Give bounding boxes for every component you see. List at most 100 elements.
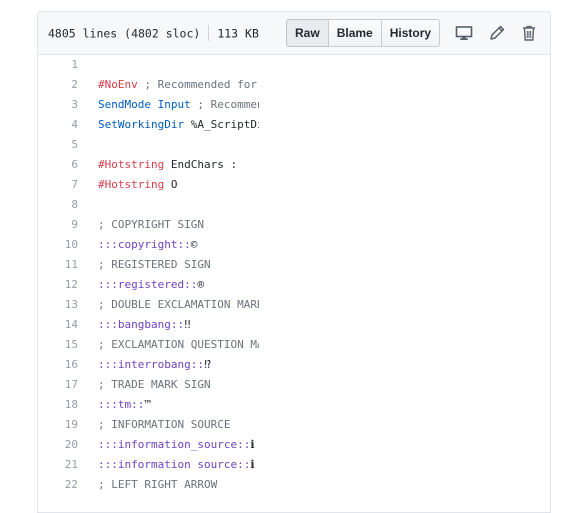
keyword-token: SendMode Input [98, 98, 191, 111]
symbol-token: ‼ [184, 318, 191, 331]
line-number[interactable]: 12 [64, 278, 78, 291]
line-content: :::tm::™ [98, 395, 259, 415]
line-content: :::copyright::© [98, 235, 259, 255]
comment-token: ; COPYRIGHT SIGN [98, 218, 204, 231]
code-line: 1 [38, 55, 550, 75]
line-content: :::registered::® [98, 275, 259, 295]
line-number[interactable]: 9 [71, 218, 78, 231]
hotstring-token: :::information source:: [98, 458, 251, 471]
code-line: 9 ; COPYRIGHT SIGN [38, 215, 550, 235]
comment-token: ; LEFT RIGHT ARROW [98, 478, 218, 491]
code-line: 13 ; DOUBLE EXCLAMATION MARK [38, 295, 550, 315]
code-line: 22 ; LEFT RIGHT ARROW [38, 475, 550, 495]
line-count: 4805 lines (4802 sloc) [48, 26, 201, 41]
hotstring-token: :::information_source:: [98, 438, 251, 451]
line-content: SetWorkingDir %A_ScriptDir% [98, 115, 259, 135]
line-number[interactable]: 15 [64, 338, 78, 351]
line-content: ; INFORMATION SOURCE [98, 415, 259, 435]
line-number[interactable]: 20 [64, 438, 78, 451]
line-content: :::information_source::ℹ [98, 435, 259, 455]
comment-token: ; Recommended [197, 98, 259, 111]
line-number[interactable]: 5 [71, 138, 78, 151]
line-content: :::information source::ℹ [98, 455, 259, 475]
line-content: ; TRADE MARK SIGN [98, 375, 259, 395]
line-number[interactable]: 10 [64, 238, 78, 251]
line-number[interactable]: 11 [64, 258, 78, 271]
line-number[interactable]: 2 [71, 78, 78, 91]
plain-token: O [164, 178, 178, 191]
hotstring-token: :::interrobang:: [98, 358, 204, 371]
code-line: 18:::tm::™ [38, 395, 550, 415]
code-line: 10:::copyright::© [38, 235, 550, 255]
line-number[interactable]: 8 [71, 198, 78, 211]
line-number[interactable]: 6 [71, 158, 78, 171]
code-line: 3 SendMode Input ; Recommended [38, 95, 550, 115]
line-number[interactable]: 19 [64, 418, 78, 431]
line-content: #Hotstring O [98, 175, 259, 195]
symbol-token: ™ [144, 398, 151, 411]
line-content: ; EXCLAMATION QUESTION MARK [98, 335, 259, 355]
file-info: 4805 lines (4802 sloc)113 KB [48, 25, 259, 42]
comment-token: ; TRADE MARK SIGN [98, 378, 211, 391]
line-content: ; REGISTERED SIGN [98, 255, 259, 275]
line-number[interactable]: 14 [64, 318, 78, 331]
line-number[interactable]: 22 [64, 478, 78, 491]
directive-token: #Hotstring [98, 158, 165, 171]
code-line: 20:::information_source::ℹ [38, 435, 550, 455]
line-content: :::bangbang::‼ [98, 315, 259, 335]
divider [208, 25, 210, 41]
line-content: ; COPYRIGHT SIGN [98, 215, 259, 235]
symbol-token: © [190, 238, 198, 251]
pencil-icon[interactable] [488, 24, 506, 42]
line-number[interactable]: 4 [71, 118, 78, 131]
line-number[interactable]: 13 [64, 298, 78, 311]
plain-token: EndChars : [164, 158, 238, 171]
line-number[interactable]: 1 [71, 58, 78, 71]
plain-token: %A_ScriptDir% [190, 118, 259, 131]
line-number[interactable]: 18 [64, 398, 78, 411]
hotstring-token: :::tm:: [98, 398, 145, 411]
code-listing: 1 2 #NoEnv ; Recommended for 3 SendMode In… [38, 55, 550, 495]
blame-button[interactable]: Blame [327, 19, 382, 47]
line-number[interactable]: 16 [64, 358, 78, 371]
line-number[interactable]: 7 [71, 178, 78, 191]
code-line: 15 ; EXCLAMATION QUESTION MARK [38, 335, 550, 355]
file-header: 4805 lines (4802 sloc)113 KB Raw Blame H… [38, 12, 550, 55]
view-button-group: Raw Blame History [286, 19, 441, 47]
comment-token: ; Recommended for [137, 78, 257, 91]
symbol-token: ℹ [250, 458, 255, 471]
line-content: #Hotstring EndChars : [98, 155, 259, 175]
code-line: 7 #Hotstring O [38, 175, 550, 195]
directive-token: #Hotstring [98, 178, 165, 191]
comment-token: ; DOUBLE EXCLAMATION MARK [98, 298, 259, 311]
symbol-token: ⁉ [203, 358, 211, 371]
line-content: ; DOUBLE EXCLAMATION MARK [98, 295, 259, 315]
line-content: :::interrobang::⁉ [98, 355, 259, 375]
symbol-token: ℹ [250, 438, 255, 451]
code-line: 12:::registered::® [38, 275, 550, 295]
code-line: 17 ; TRADE MARK SIGN [38, 375, 550, 395]
comment-token: ; REGISTERED SIGN [98, 258, 211, 271]
code-line: 19 ; INFORMATION SOURCE [38, 415, 550, 435]
code-line: 14:::bangbang::‼ [38, 315, 550, 335]
code-line: 4 SetWorkingDir %A_ScriptDir% [38, 115, 550, 135]
line-number[interactable]: 21 [64, 458, 78, 471]
line-number[interactable]: 3 [71, 98, 78, 111]
comment-token: ; EXCLAMATION QUESTION MARK [98, 338, 259, 351]
history-button[interactable]: History [380, 19, 441, 47]
raw-button[interactable]: Raw [286, 19, 329, 47]
code-line: 8 [38, 195, 550, 215]
line-content: SendMode Input ; Recommended [98, 95, 259, 115]
line-number[interactable]: 17 [64, 378, 78, 391]
hotstring-token: :::registered:: [98, 278, 198, 291]
file-viewer: 4805 lines (4802 sloc)113 KB Raw Blame H… [37, 11, 551, 513]
line-content: #NoEnv ; Recommended for [98, 75, 259, 95]
comment-token: ; INFORMATION SOURCE [98, 418, 231, 431]
code-line: 6 #Hotstring EndChars : [38, 155, 550, 175]
code-line: 16:::interrobang::⁉ [38, 355, 550, 375]
code-line: 21:::information source::ℹ [38, 455, 550, 475]
symbol-token: ® [197, 278, 204, 291]
trash-icon[interactable] [520, 24, 538, 42]
desktop-icon[interactable] [455, 24, 473, 42]
keyword-token: SetWorkingDir [98, 118, 185, 131]
